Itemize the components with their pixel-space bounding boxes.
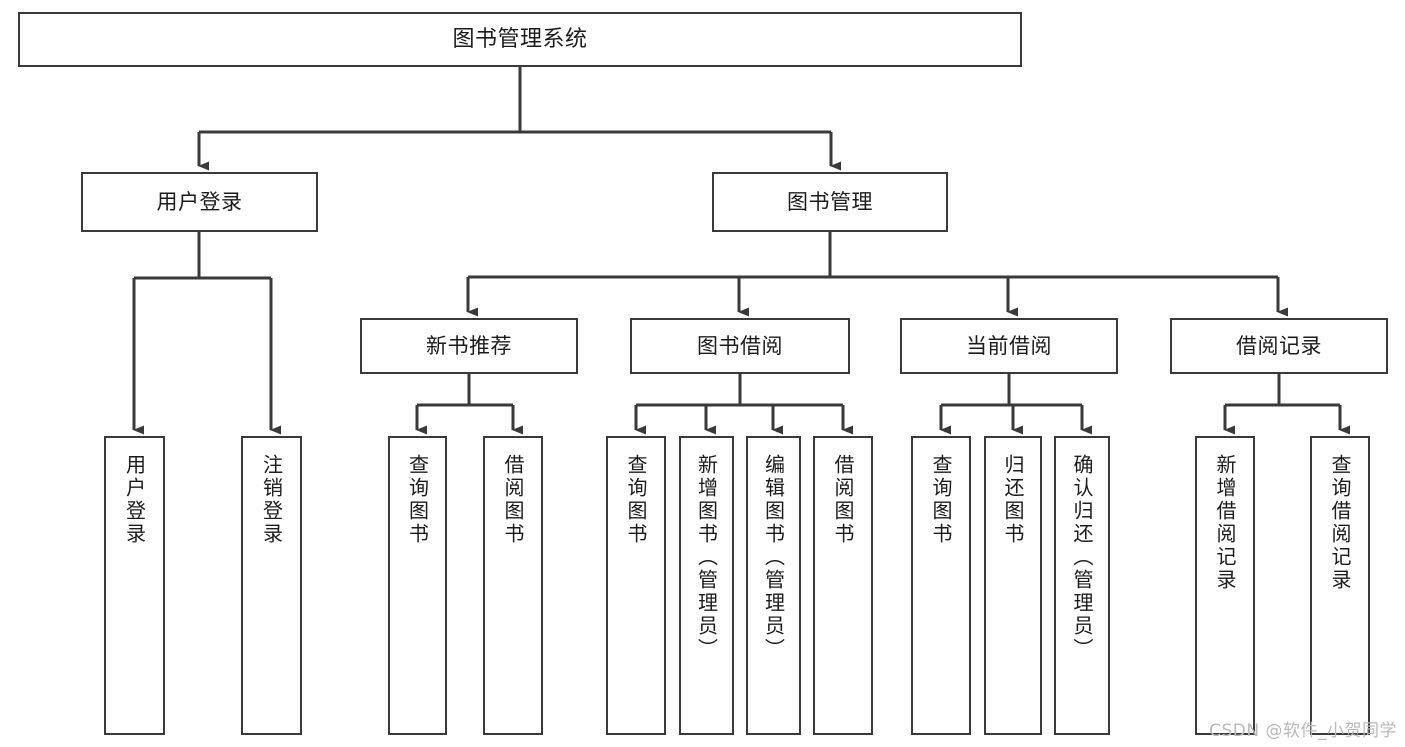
node-label: 归还图书 xyxy=(1001,454,1025,546)
leaf-add-book-admin[interactable]: 新增图书（管理员） xyxy=(679,436,734,735)
node-label: 查询图书 xyxy=(624,454,648,546)
leaf-edit-book-admin[interactable]: 编辑图书（管理员） xyxy=(746,436,801,735)
leaf-query-borrow-record[interactable]: 查询借阅记录 xyxy=(1310,436,1370,735)
node-label: 查询图书 xyxy=(929,454,953,546)
node-label: 编辑图书（管理员） xyxy=(761,454,786,661)
node-label: 新书推荐 xyxy=(426,333,512,358)
leaf-query-book-newbook[interactable]: 查询图书 xyxy=(388,436,447,735)
node-new-book-recommend[interactable]: 新书推荐 xyxy=(360,318,578,374)
node-label: 新增图书（管理员） xyxy=(694,454,719,661)
node-label: 借阅记录 xyxy=(1236,333,1322,358)
node-current-borrow[interactable]: 当前借阅 xyxy=(900,318,1118,374)
leaf-query-book-current[interactable]: 查询图书 xyxy=(911,436,971,735)
node-label: 用户登录 xyxy=(122,454,147,546)
node-label: 图书管理系统 xyxy=(452,26,588,52)
node-label: 新增借阅记录 xyxy=(1213,454,1237,592)
node-label: 确认归还（管理员） xyxy=(1070,454,1094,661)
node-label: 借阅图书 xyxy=(501,454,525,546)
node-label: 当前借阅 xyxy=(966,333,1052,358)
node-borrow-record[interactable]: 借阅记录 xyxy=(1170,318,1388,374)
leaf-return-book[interactable]: 归还图书 xyxy=(984,436,1042,735)
leaf-borrow-book-newbook[interactable]: 借阅图书 xyxy=(483,436,543,735)
node-label: 查询图书 xyxy=(405,454,430,546)
node-label: 借阅图书 xyxy=(831,454,855,546)
leaf-confirm-return-admin[interactable]: 确认归还（管理员） xyxy=(1054,436,1110,735)
leaf-add-borrow-record[interactable]: 新增借阅记录 xyxy=(1195,436,1255,735)
node-user-login[interactable]: 用户登录 xyxy=(81,172,318,232)
node-root-system[interactable]: 图书管理系统 xyxy=(18,12,1022,67)
node-label: 图书管理 xyxy=(787,189,873,214)
node-label: 用户登录 xyxy=(156,189,243,214)
node-book-borrow[interactable]: 图书借阅 xyxy=(630,318,850,374)
leaf-query-book-borrow[interactable]: 查询图书 xyxy=(606,436,666,735)
node-book-management[interactable]: 图书管理 xyxy=(712,172,948,232)
node-label: 查询借阅记录 xyxy=(1328,454,1352,592)
leaf-borrow-book[interactable]: 借阅图书 xyxy=(813,436,873,735)
leaf-user-logout[interactable]: 注销登录 xyxy=(241,436,302,735)
leaf-user-login[interactable]: 用户登录 xyxy=(104,436,165,735)
node-label: 注销登录 xyxy=(259,454,284,546)
csdn-watermark: CSDN @软件_小贺同学 xyxy=(1209,721,1397,741)
node-label: 图书借阅 xyxy=(697,333,783,358)
